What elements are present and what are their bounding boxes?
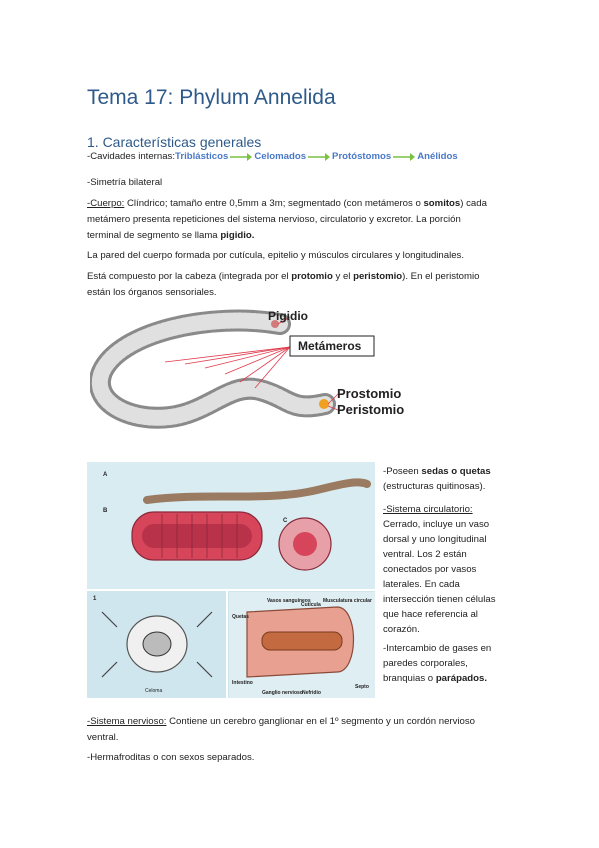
step-triblasticos: Triblásticos (175, 151, 229, 162)
nervioso-line2: ventral. (87, 732, 119, 743)
panel-label-b: B (103, 508, 108, 514)
gas-line: -Intercambio de gases en (383, 643, 492, 654)
label-metameros: Metámeros (298, 339, 362, 353)
arrow-right-icon (230, 152, 253, 161)
cuerpo-paragraph: -Cuerpo: Clíndrico; tamaño entre 0,5mm a… (87, 196, 527, 244)
arrow-right-icon (393, 152, 416, 161)
cabeza-line2: están los órganos sensoriales. (87, 287, 217, 298)
simetria-text: -Simetría bilateral (87, 177, 163, 188)
gas-line: branquias o (383, 673, 436, 684)
pared-text: La pared del cuerpo formada por cutícula… (87, 250, 465, 261)
label-peristomio: Peristomio (337, 402, 404, 417)
step-anelidos: Anélidos (417, 151, 458, 162)
label-prostomio: Prostomio (337, 386, 401, 401)
cuerpo-label: -Cuerpo: (87, 198, 125, 209)
side-bold: sedas o quetas (421, 466, 491, 477)
page-title: Tema 17: Phylum Annelida (87, 86, 336, 109)
gases-paragraph: -Intercambio de gases en paredes corpora… (383, 641, 513, 686)
side-text: (estructuras quitinosas). (383, 481, 486, 492)
panel-label-a: A (103, 472, 108, 478)
label-nefridio: Nefridio (302, 690, 321, 696)
circ-line: laterales. En cada (383, 579, 460, 590)
label-septo: Septo (355, 684, 369, 690)
prostomio-tip (319, 399, 329, 409)
cuerpo-bold: pigidio. (220, 230, 255, 241)
nervioso-text: Contiene un cerebro ganglionar en el 1º … (166, 716, 476, 727)
cuerpo-text: terminal de segmento se llama (87, 230, 221, 241)
cabeza-bold: protomio (291, 271, 333, 282)
pigidio-tip (271, 320, 279, 328)
cuerpo-bold: somitos (423, 198, 461, 209)
circ-line: corazón. (383, 624, 420, 635)
cabeza-text: Está compuesto por la cabeza (integrada … (87, 271, 292, 282)
worm-illustration: Pigidio Metámeros Prostomio Peristomio (88, 309, 404, 429)
anatomy-illustration: A B C 1 Celoma Vasos sanguíneos Musculat… (87, 462, 375, 698)
quetas-paragraph: -Poseen sedas o quetas (estructuras quit… (383, 464, 513, 494)
circ-line: intersección tienen células (383, 594, 496, 605)
cabeza-text: y el (332, 271, 354, 282)
label-intestino: Intestino (232, 680, 253, 686)
circulatorio-paragraph: -Sistema circulatorio: Cerrado, incluye … (383, 502, 513, 637)
label-musculatura: Musculatura circular (323, 598, 372, 604)
nervioso-label: -Sistema nervioso: (87, 716, 167, 727)
anatomy-figure: A B C 1 Celoma Vasos sanguíneos Musculat… (87, 462, 375, 698)
cuerpo-text: ) cada (460, 198, 487, 209)
label-box-metameros (289, 335, 375, 357)
section-heading: 1. Características generales (87, 134, 262, 150)
cuerpo-line2: metámero presenta repeticiones del siste… (87, 214, 461, 225)
arrow-right-icon (308, 152, 331, 161)
cavidades-line: -Cavidades internas: Triblásticos Celoma… (87, 151, 458, 162)
circ-line: Cerrado, incluye un vaso (383, 519, 490, 530)
worm-figure: Pigidio Metámeros Prostomio Peristomio (88, 302, 430, 452)
circ-line: que hace referencia al (383, 609, 478, 620)
gas-line: paredes corporales, (383, 658, 468, 669)
circulatorio-label: -Sistema circulatorio: (383, 504, 473, 515)
panel-label-1: 1 (93, 596, 97, 602)
side-text: -Poseen (383, 466, 422, 477)
label-vasos: Vasos sanguíneos (267, 598, 311, 604)
cabeza-text: ). En el peristomio (402, 271, 480, 282)
cabeza-bold: peristomio (353, 271, 403, 282)
label-celoma: Celoma (145, 688, 162, 694)
gas-bold: parápados. (435, 673, 487, 684)
label-quetas: Quetas (232, 614, 249, 620)
step-protostomos: Protóstomos (332, 151, 392, 162)
circ-line: dorsal y uno longitudinal (383, 534, 487, 545)
cabeza-paragraph: Está compuesto por la cabeza (integrada … (87, 269, 527, 301)
circ-line: conectados por vasos (383, 564, 477, 575)
cavidades-label: -Cavidades internas: (87, 151, 175, 162)
nervioso-paragraph: -Sistema nervioso: Contiene un cerebro g… (87, 714, 527, 746)
label-pigidio: Pigidio (268, 309, 308, 323)
circ-line: ventral. Los 2 están (383, 549, 467, 560)
hermafroditas-text: -Hermafroditas o con sexos separados. (87, 752, 255, 763)
label-ganglio: Ganglio nervioso (262, 690, 303, 696)
label-cuticula: Cutícula (301, 602, 321, 608)
panel-label-c: C (283, 518, 288, 524)
cuerpo-text: Clíndrico; tamaño entre 0,5mm a 3m; segm… (124, 198, 424, 209)
step-celomados: Celomados (254, 151, 307, 162)
